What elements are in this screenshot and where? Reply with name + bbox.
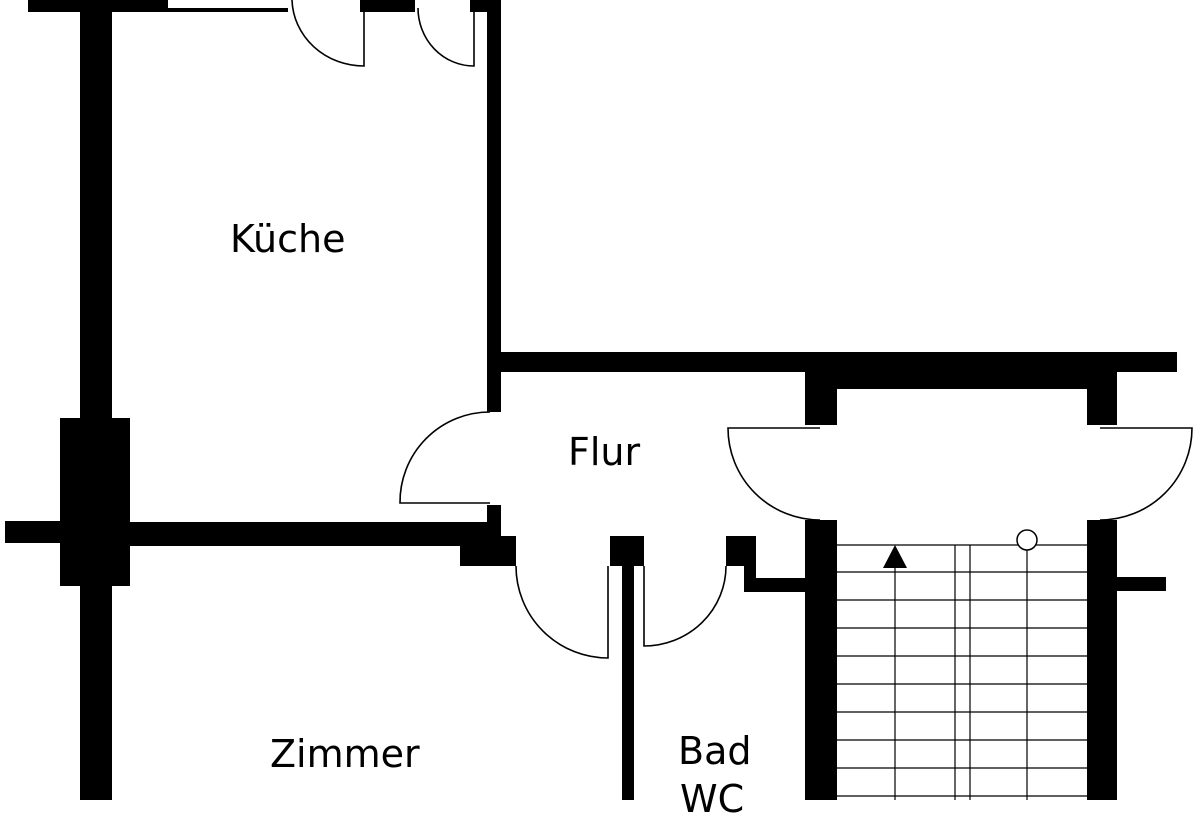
wall-left-outer (80, 0, 112, 800)
room-label-flur: Flur (568, 430, 641, 474)
room-label-zimmer: Zimmer (270, 732, 420, 776)
pillar-left (60, 418, 130, 586)
wall-stair-right-stub-lower (1100, 577, 1166, 591)
wall-stair-left-stub (805, 365, 837, 425)
wall-kueche-right (487, 0, 501, 412)
window-top (168, 8, 288, 12)
room-label-kueche: Küche (230, 217, 346, 261)
room-label-bad: Bad (678, 729, 752, 773)
walls (5, 0, 1177, 800)
wall-bad-partition (622, 560, 634, 800)
door-stair-left (727, 427, 821, 521)
room-label-wc: WC (680, 777, 745, 821)
wall-kueche-zimmer (110, 522, 500, 546)
circle-icon (1016, 529, 1038, 551)
wall-bad-step-horiz (744, 578, 814, 592)
floor-plan (5, 0, 1193, 800)
wall-stair-right (1087, 520, 1117, 800)
door-top-2 (417, 7, 475, 67)
wall-bad-right-block (726, 536, 756, 566)
stairs (837, 529, 1087, 800)
door-stair-right (1099, 427, 1193, 521)
door-bad (643, 565, 727, 647)
door-top-1 (291, 0, 365, 67)
wall-corner-block (460, 536, 516, 566)
wall-stair-top (805, 365, 1117, 389)
door-kueche-flur (399, 411, 491, 504)
door-zimmer (515, 565, 609, 659)
up-arrow-icon (883, 545, 907, 568)
wall-stair-left (805, 520, 837, 800)
doors (291, 0, 1193, 659)
wall-left-stub (5, 521, 85, 543)
wall-top-mid (360, 0, 415, 12)
wall-stair-right-stub (1087, 365, 1117, 425)
